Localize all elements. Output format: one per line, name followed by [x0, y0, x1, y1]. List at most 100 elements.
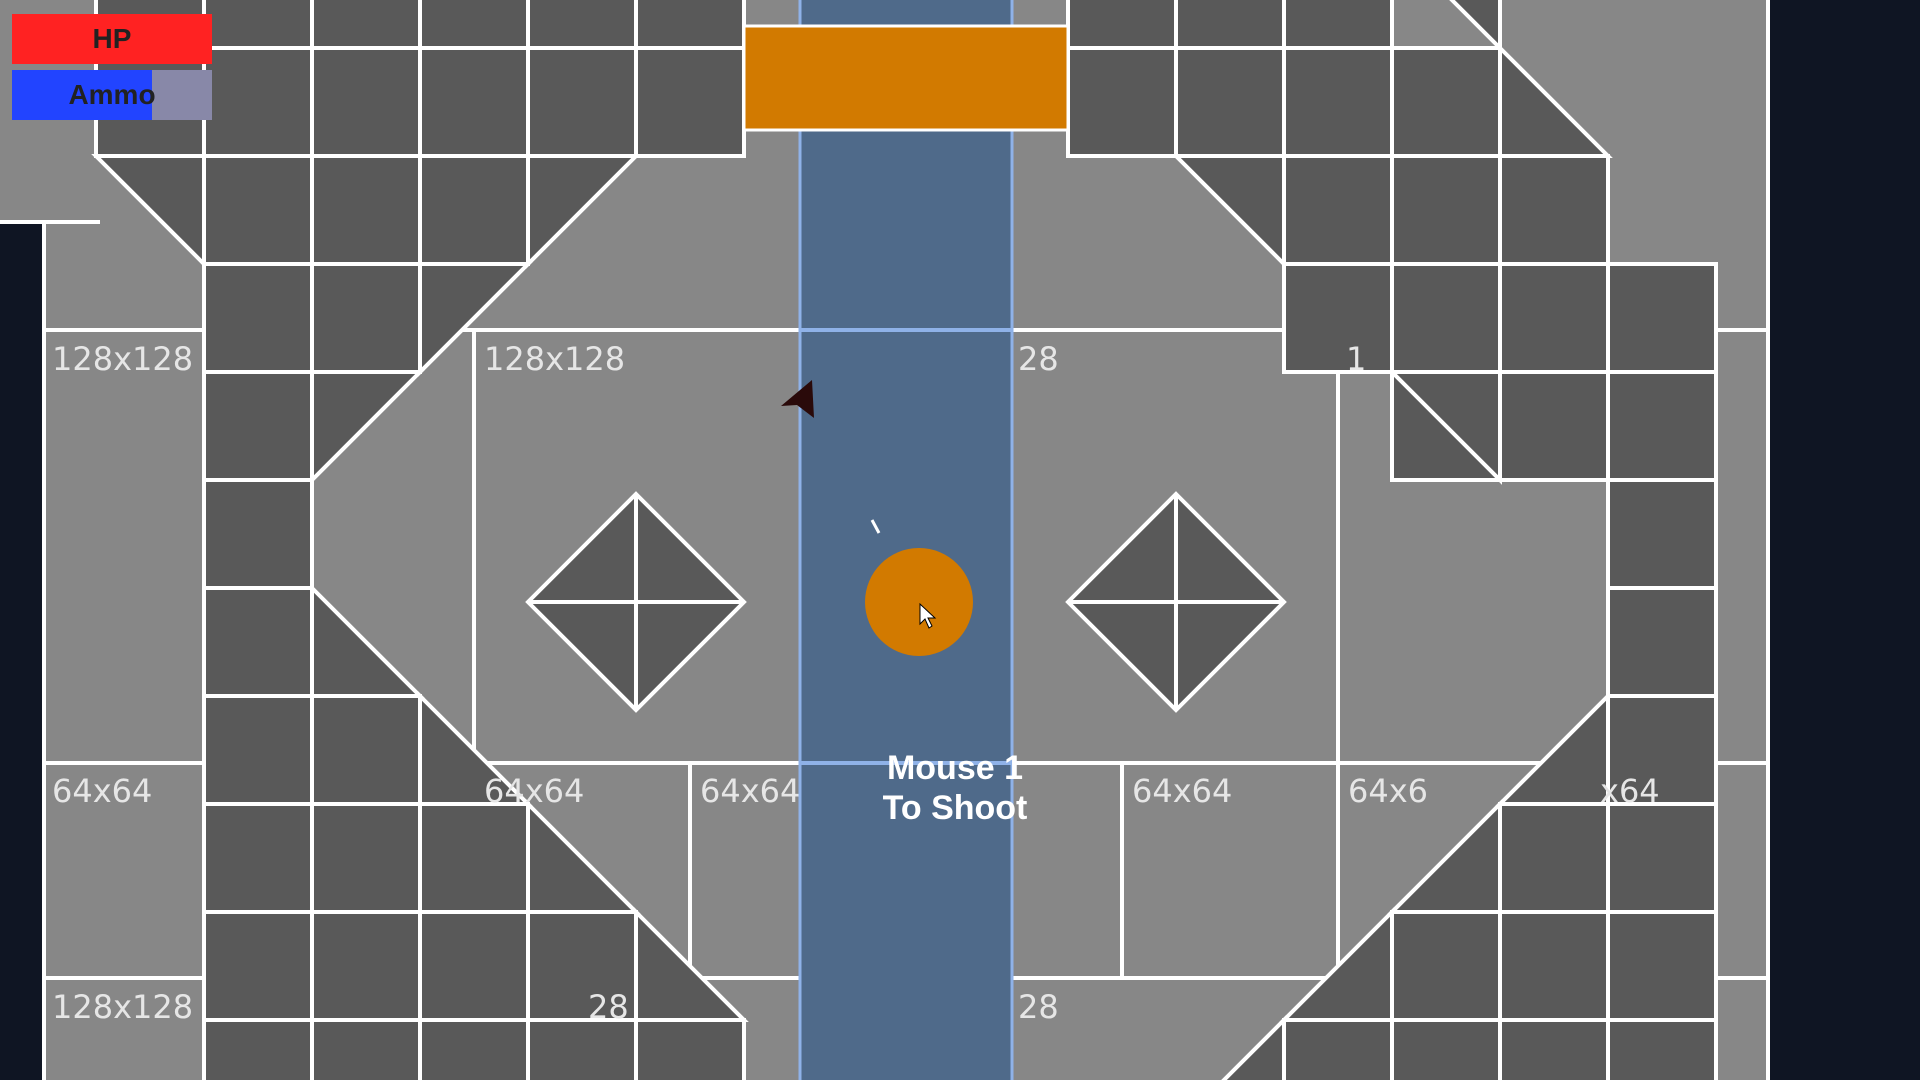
- wall-tile: [310, 910, 422, 1022]
- diamond-right: [1065, 491, 1287, 713]
- wall-tile: [202, 0, 314, 50]
- wall-tile: [1498, 370, 1610, 482]
- wall-tile: [310, 262, 422, 374]
- wall-tile: [1066, 46, 1178, 158]
- tile-label: 64x64: [484, 772, 584, 810]
- bullet: [870, 519, 881, 534]
- wall-tile: [202, 154, 314, 266]
- wall-tile: [1606, 478, 1718, 590]
- wall-tile: [310, 802, 422, 914]
- wall-tile: [1498, 1018, 1610, 1080]
- wall-tile: [310, 0, 422, 50]
- wall-slope: [91, 154, 206, 269]
- wall-tile: [310, 46, 422, 158]
- wall-slope: [1387, 370, 1502, 485]
- wall-tile: [634, 46, 746, 158]
- player[interactable]: [865, 548, 973, 656]
- tile-label: 28: [1018, 988, 1059, 1026]
- wall-tile: [310, 1018, 422, 1080]
- wall-tile: [1606, 370, 1718, 482]
- wall-tile: [202, 262, 314, 374]
- tile-label: 28: [1018, 340, 1059, 378]
- wall-tile: [1282, 0, 1394, 50]
- wall-tile: [1066, 0, 1178, 50]
- corridor: [798, 0, 1014, 1080]
- wall-tile: [310, 154, 422, 266]
- hint-line: Mouse 1: [886, 749, 1024, 787]
- tile-label: 64x64: [52, 772, 152, 810]
- wall-tile: [202, 1018, 314, 1080]
- wall-slope: [1221, 1015, 1286, 1080]
- wall-tile: [526, 910, 638, 1022]
- tile-label: 128x128: [484, 340, 625, 378]
- wall-tile: [1390, 154, 1502, 266]
- wall-slope: [310, 370, 425, 485]
- wall-tile: [418, 1018, 530, 1080]
- hint-line: To Shoot: [882, 789, 1028, 827]
- wall-slope: [1495, 691, 1610, 806]
- wall-tile: [1498, 802, 1610, 914]
- wall-tile: [526, 0, 638, 50]
- wall-tile: [1498, 154, 1610, 266]
- wall-slope: [310, 583, 425, 698]
- wall-tile: [1282, 1018, 1394, 1080]
- wall-tile: [1390, 910, 1502, 1022]
- wall-slope: [526, 799, 641, 914]
- wall-slope: [1387, 799, 1502, 914]
- wall-tile: [1606, 802, 1718, 914]
- barrier-block: [742, 24, 1070, 132]
- wall-tile: [202, 586, 314, 698]
- tile-label: 128x128: [52, 340, 193, 378]
- wall-slope: [1449, 0, 1502, 53]
- ammo-fill: [12, 70, 152, 120]
- tile-label: 28: [588, 988, 629, 1026]
- ammo-label: Ammo: [68, 79, 156, 110]
- wall-tile: [1498, 262, 1610, 374]
- wall-tile: [202, 910, 314, 1022]
- hp-bar: HP: [12, 14, 212, 64]
- hp-label: HP: [92, 23, 132, 54]
- wall-tile: [1390, 1018, 1502, 1080]
- wall-slope: [1498, 43, 1613, 158]
- wall-slope: [634, 907, 749, 1022]
- wall-tile: [526, 46, 638, 158]
- wall-tile: [1390, 262, 1502, 374]
- wall-tile: [634, 1018, 746, 1080]
- wall-tile: [418, 154, 530, 266]
- wall-tile: [1606, 586, 1718, 698]
- wall-tile: [418, 802, 530, 914]
- ammo-bar: Ammo: [12, 70, 212, 120]
- shoot-hint: Mouse 1 To Shoot: [860, 748, 1050, 828]
- wall-slope: [418, 691, 533, 806]
- diamond-left: [525, 491, 747, 713]
- tile-label: 128x128: [52, 988, 193, 1026]
- wall-tile: [1174, 46, 1286, 158]
- wall-tile: [202, 370, 314, 482]
- wall-tile: [202, 478, 314, 590]
- wall-tile: [202, 802, 314, 914]
- mouse-cursor-icon: [919, 602, 937, 629]
- wall-tile: [418, 0, 530, 50]
- tile-labels: 128x128 128x128 28 1 64x64 64x64 64x64 6…: [52, 340, 1660, 1026]
- wall-slope: [1279, 907, 1394, 1022]
- wall-tile: [202, 46, 314, 158]
- tile-label: 64x64: [700, 772, 800, 810]
- wall-tile: [1282, 154, 1394, 266]
- wall-tile: [418, 910, 530, 1022]
- tile-label: 64x6: [1348, 772, 1428, 810]
- tile-label: 64x64: [1132, 772, 1232, 810]
- wall-tile: [526, 1018, 638, 1080]
- wall-tile: [202, 694, 314, 806]
- tile-label: x64: [1600, 772, 1660, 810]
- tile-label: 1: [1346, 340, 1366, 378]
- wall-tile: [1174, 0, 1286, 50]
- enemy[interactable]: [781, 380, 814, 418]
- wall-tile: [1498, 910, 1610, 1022]
- wall-tile: [1606, 262, 1718, 374]
- wall-slope: [526, 154, 641, 269]
- wall-tile: [310, 694, 422, 806]
- wall-tile: [1282, 262, 1394, 374]
- wall-slope: [418, 262, 533, 377]
